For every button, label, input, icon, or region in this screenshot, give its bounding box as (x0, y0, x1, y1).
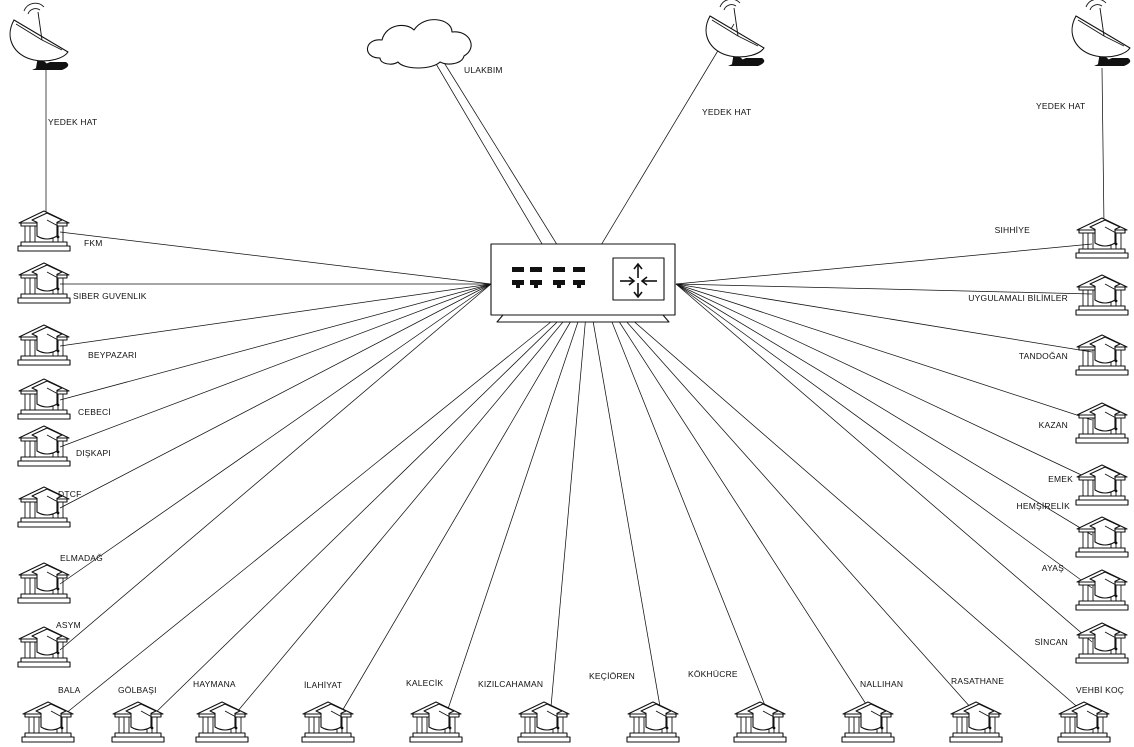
site-hemsirelik-building-icon (1075, 516, 1129, 558)
site-sihhiye-building-icon (1075, 217, 1129, 259)
site-elmadag-building-icon (17, 562, 71, 604)
site-diskapi-link (59, 283, 492, 448)
site-uygulamali-bilimler-label: UYGULAMALI BİLİMLER (968, 293, 1068, 303)
site-uygulamali-bilimler-link (675, 283, 1093, 295)
site-kizilcahaman-building-icon (517, 701, 571, 743)
site-sincan-label: SİNCAN (1035, 637, 1068, 647)
site-tandogan-link (675, 283, 1093, 353)
site-cebeci-label: CEBECİ (78, 407, 111, 417)
site-sincan-link (675, 283, 1093, 643)
site-kalecik-label: KALECİK (406, 678, 443, 688)
site-fkm-link (59, 231, 492, 285)
site-ilahiyat-label: İLAHİYAT (304, 680, 342, 690)
site-asym-building-icon (17, 626, 71, 668)
site-emek-link (675, 283, 1093, 481)
site-beypazari-label: BEYPAZARI (88, 350, 137, 360)
site-kokhucre-building-icon (733, 701, 787, 743)
site-ilahiyat-building-icon (301, 701, 355, 743)
site-ayas-building-icon (1075, 569, 1129, 611)
cloud-label: ULAKBIM (464, 65, 503, 75)
site-nallihan-label: NALLIHAN (860, 679, 903, 689)
site-vehbi-koc-link (599, 291, 1091, 719)
site-asym-link (59, 283, 492, 651)
site-kizilcahaman-link (549, 291, 589, 719)
site-asym-label: ASYM (56, 620, 81, 630)
site-siber-guvenlik-building-icon (17, 262, 71, 304)
core-switch (490, 243, 676, 323)
satellite-sat-right-label: YEDEK HAT (1036, 101, 1085, 111)
site-kazan-link (675, 283, 1093, 421)
satellite-sat-left-dish-icon (9, 2, 69, 71)
site-kazan-label: KAZAN (1039, 420, 1068, 430)
site-elmadag-label: ELMADAĞ (60, 553, 103, 563)
site-ayas-link (675, 283, 1093, 589)
site-golbasi-building-icon (111, 701, 165, 743)
site-fkm-building-icon (17, 210, 71, 252)
site-kokhucre-link (599, 291, 771, 719)
site-bala-label: BALA (58, 685, 81, 695)
site-bala-building-icon (21, 701, 75, 743)
site-sihhiye-link (675, 243, 1093, 285)
site-sihhiye-label: SIHHİYE (995, 225, 1031, 235)
site-elmadag-link (59, 283, 492, 585)
site-rasathane-building-icon (949, 701, 1003, 743)
site-ilahiyat-link (337, 291, 589, 719)
site-cebeci-building-icon (17, 378, 71, 420)
site-emek-building-icon (1075, 464, 1129, 506)
site-bala-link (59, 291, 589, 719)
site-dtcf-label: DTCF (58, 489, 81, 499)
site-nallihan-building-icon (841, 701, 895, 743)
site-tandogan-building-icon (1075, 334, 1129, 376)
site-beypazari-link (59, 283, 492, 347)
site-haymana-label: HAYMANA (193, 679, 236, 689)
site-tandogan-label: TANDOĞAN (1019, 351, 1068, 361)
site-golbasi-label: GÖLBAŞI (118, 685, 157, 695)
site-kecioren-building-icon (626, 701, 680, 743)
site-haymana-link (231, 291, 589, 719)
site-nallihan-link (599, 291, 876, 719)
satellite-sat-right-link (1101, 67, 1105, 227)
site-vehbi-koc-building-icon (1057, 701, 1111, 743)
satellite-sat-left-label: YEDEK HAT (48, 117, 97, 127)
site-golbasi-link (149, 291, 589, 719)
site-kecioren-link (587, 291, 663, 719)
site-rasathane-link (599, 291, 981, 719)
site-dtcf-link (59, 283, 492, 509)
connection-lines (45, 23, 1105, 719)
satellite-sat-center-label: YEDEK HAT (702, 107, 751, 117)
site-beypazari-building-icon (17, 324, 71, 366)
site-hemsirelik-label: HEMŞİRELİK (1017, 501, 1071, 511)
site-ayas-label: AYAŞ (1042, 563, 1064, 573)
site-vehbi-koc-label: VEHBİ KOÇ (1076, 685, 1124, 695)
site-kizilcahaman-label: KIZILCAHAMAN (478, 679, 543, 689)
site-uygulamali-bilimler-building-icon (1075, 274, 1129, 316)
router-arrows-icon (620, 262, 657, 299)
site-emek-label: EMEK (1048, 474, 1073, 484)
site-diskapi-label: DIŞKAPI (76, 448, 111, 458)
site-siber-guvenlik-label: SIBER GUVENLIK (73, 291, 147, 301)
site-sincan-building-icon (1075, 622, 1129, 664)
site-fkm-label: FKM (84, 238, 103, 248)
cloud-icon (366, 19, 472, 69)
site-rasathane-label: RASATHANE (951, 676, 1004, 686)
site-kecioren-label: KEÇİÖREN (589, 671, 635, 681)
satellite-sat-right-dish-icon (1071, 0, 1131, 67)
network-switch-icon (512, 267, 585, 288)
site-kalecik-link (444, 291, 589, 719)
site-kazan-building-icon (1075, 402, 1129, 444)
site-hemsirelik-link (675, 283, 1093, 536)
site-kalecik-building-icon (409, 701, 463, 743)
site-cebeci-link (59, 283, 492, 401)
site-kokhucre-label: KÖKHÜCRE (688, 669, 738, 679)
